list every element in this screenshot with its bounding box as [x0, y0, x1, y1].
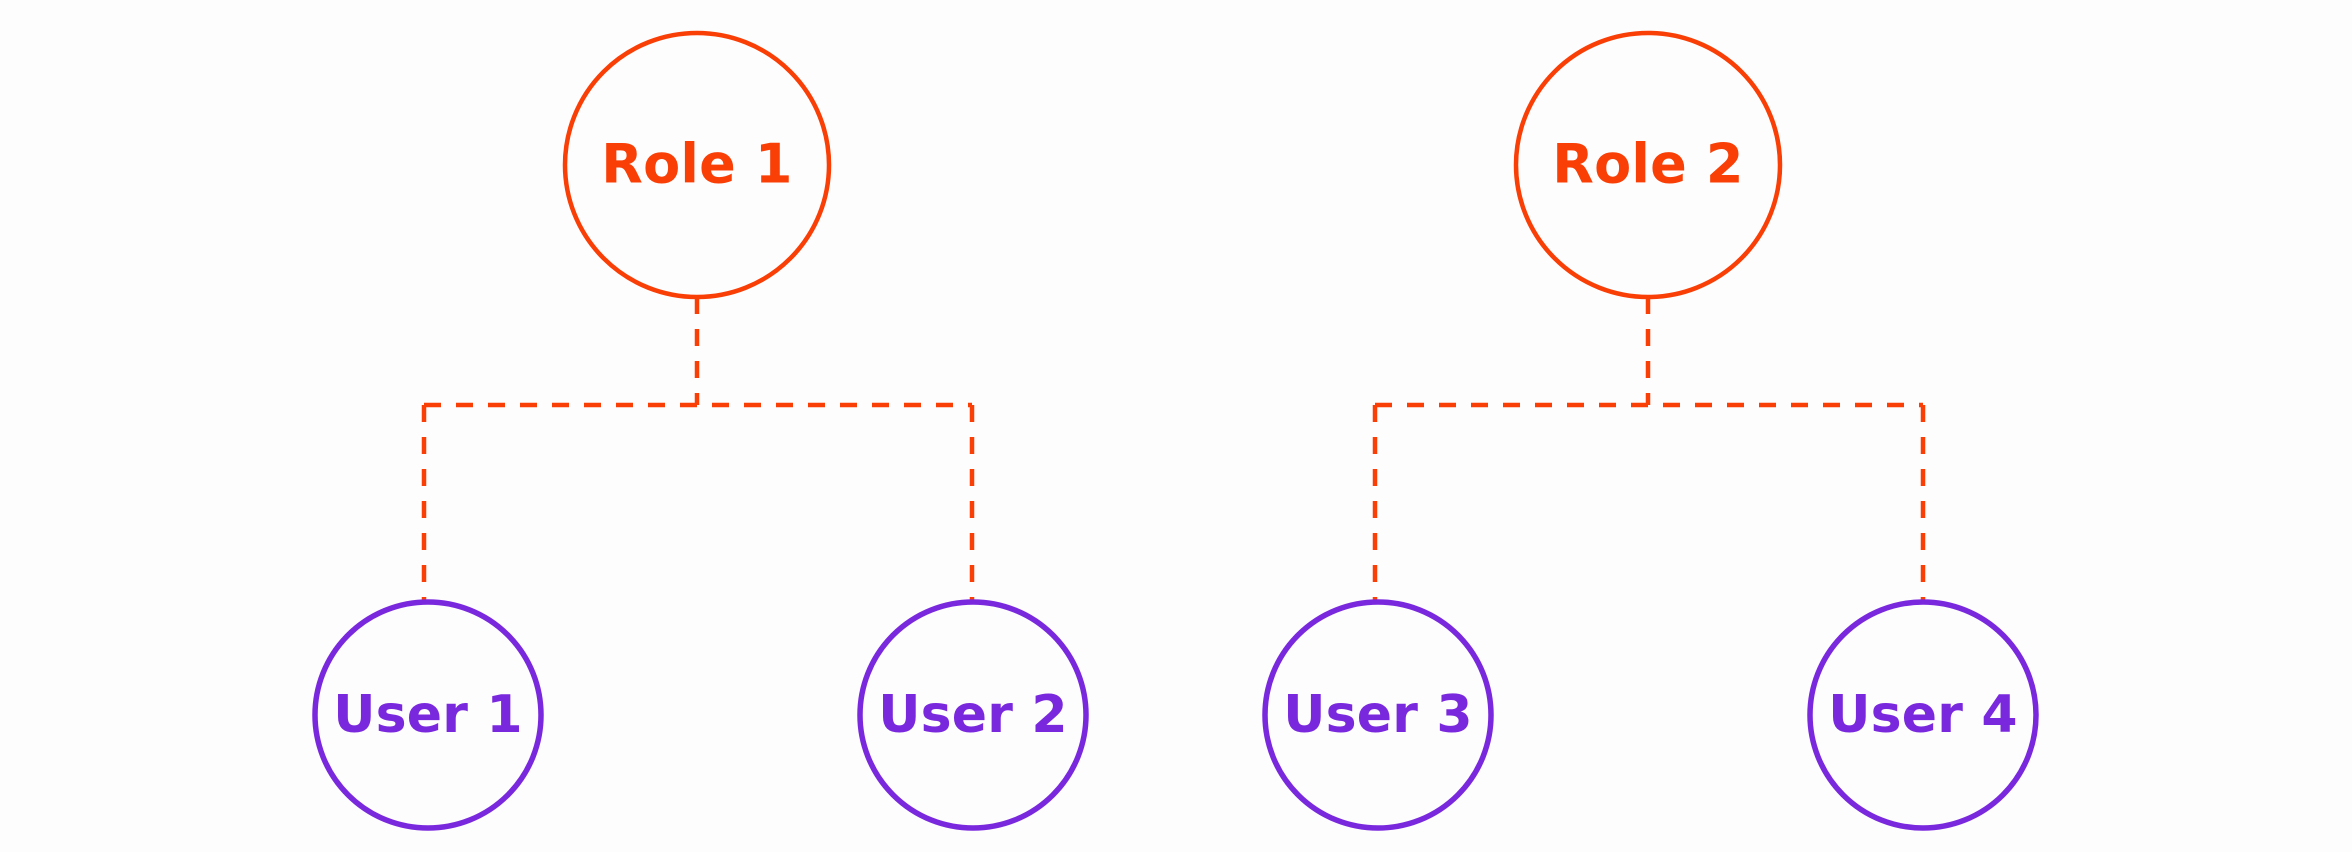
node-role-2[interactable]: Role 2 — [1513, 30, 1783, 300]
user-4-label: User 4 — [1828, 685, 2018, 745]
connector-layer — [421, 297, 1926, 602]
user-3-label: User 3 — [1283, 685, 1473, 745]
node-user-2[interactable]: User 2 — [857, 599, 1089, 831]
user-2-label: User 2 — [878, 685, 1068, 745]
role-1-label: Role 1 — [601, 133, 792, 196]
node-user-3[interactable]: User 3 — [1262, 599, 1494, 831]
role-1-circle[interactable] — [562, 30, 832, 300]
user-2-circle[interactable] — [857, 599, 1089, 831]
user-4-circle[interactable] — [1807, 599, 2039, 831]
user-1-circle[interactable] — [312, 599, 544, 831]
user-1-label: User 1 — [333, 685, 523, 745]
node-user-4[interactable]: User 4 — [1807, 599, 2039, 831]
role-2-label: Role 2 — [1552, 133, 1743, 196]
node-user-1[interactable]: User 1 — [312, 599, 544, 831]
node-role-1[interactable]: Role 1 — [562, 30, 832, 300]
role-2-circle[interactable] — [1513, 30, 1783, 300]
user-3-circle[interactable] — [1262, 599, 1494, 831]
